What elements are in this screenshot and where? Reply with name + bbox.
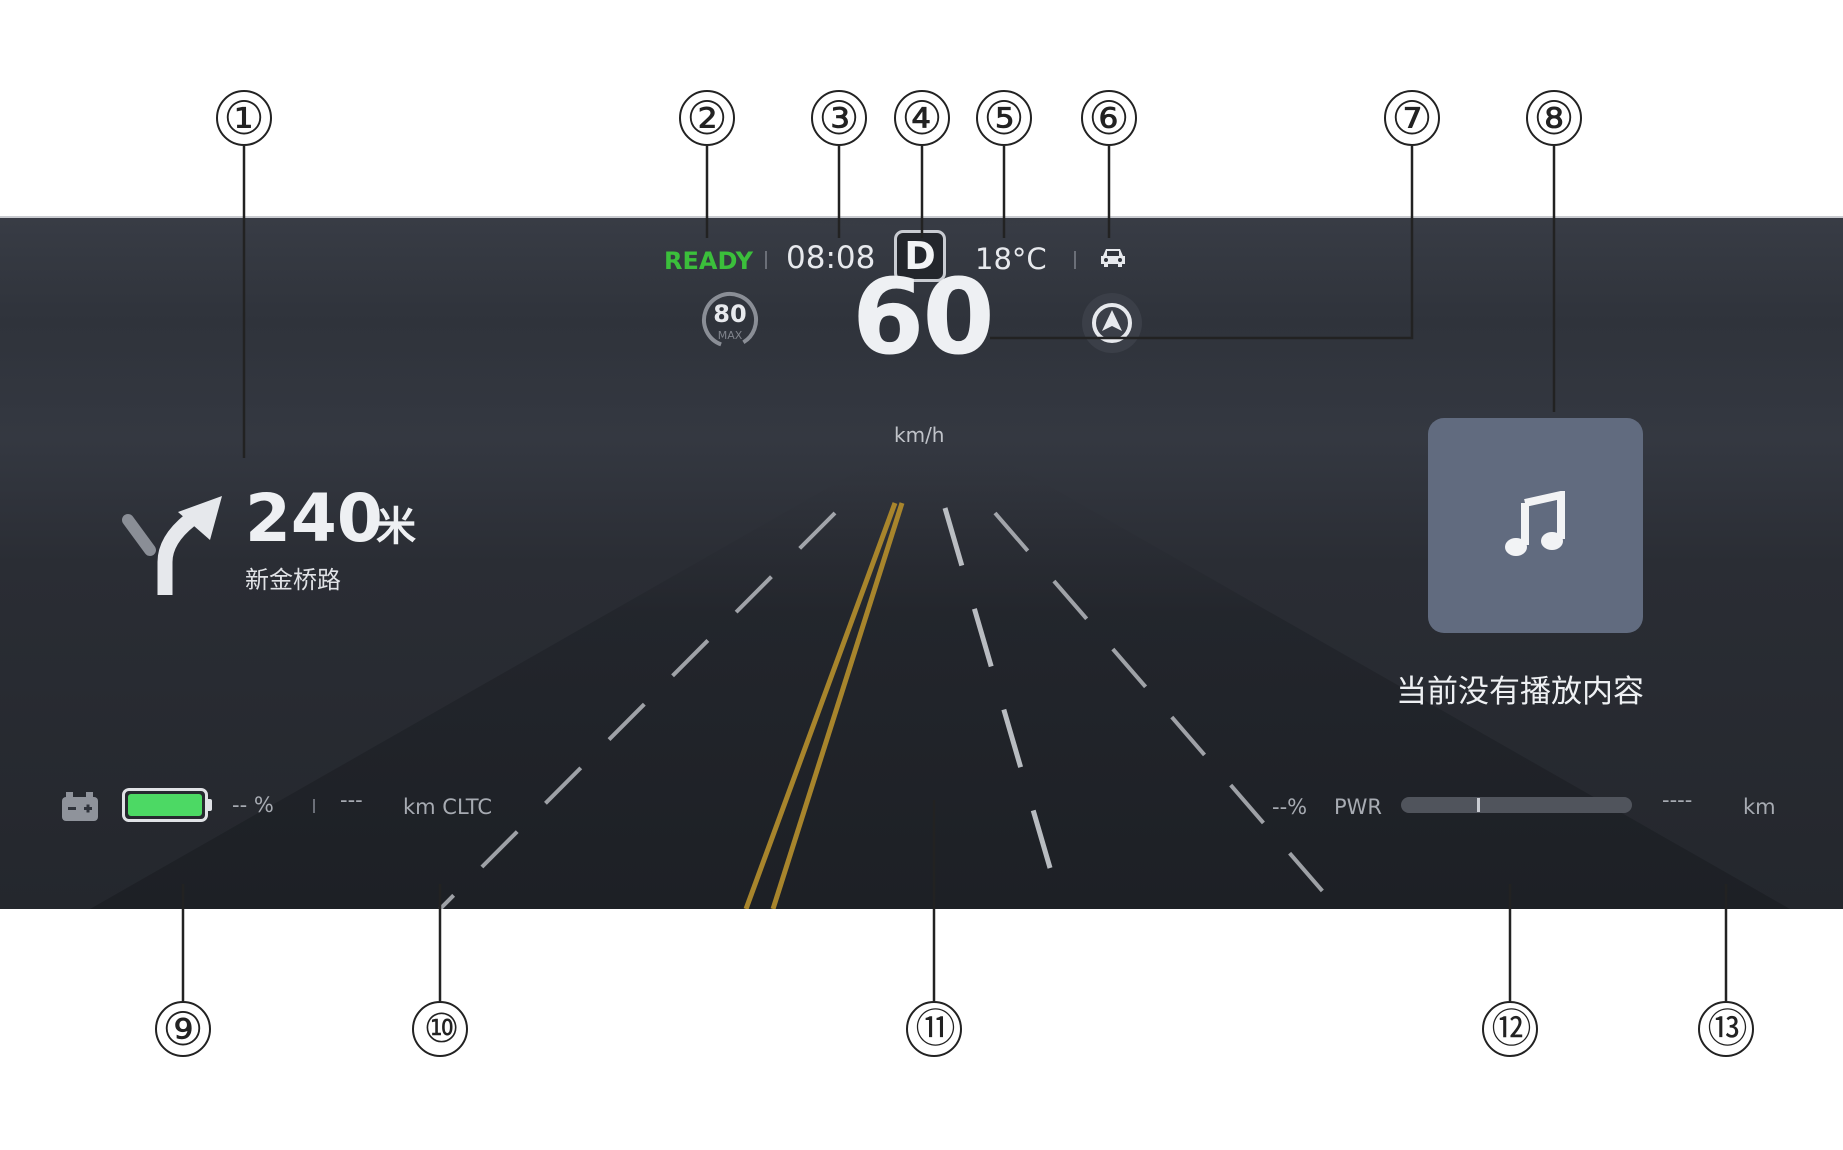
power-bar <box>1401 797 1632 813</box>
callout-8: ⑧ <box>1526 90 1582 146</box>
lane-line-dashed-center-right <box>942 507 1065 909</box>
callout-5: ⑤ <box>976 90 1032 146</box>
leader-7 <box>990 146 1414 340</box>
callout-2: ② <box>679 90 735 146</box>
dashboard-panel: READY 08:08 D 18°C 80 MAX 60 km/h <box>0 218 1843 909</box>
callout-11: ⑪ <box>906 1001 962 1057</box>
callout-1: ① <box>216 90 272 146</box>
road-surface <box>90 458 1790 909</box>
status-divider-2 <box>1074 251 1076 269</box>
power-label: PWR <box>1334 795 1383 819</box>
ready-status: READY <box>664 247 754 275</box>
range-unit: km CLTC <box>403 795 493 819</box>
lane-line-yellow-left <box>743 502 898 909</box>
lane-line-dashed-far-left <box>438 511 837 909</box>
clock-time: 08:08 <box>786 240 876 276</box>
callout-9: ⑨ <box>155 1001 211 1057</box>
range-value: --- <box>340 788 363 812</box>
media-empty-text: 当前没有播放内容 <box>1396 674 1644 710</box>
power-bar-marker <box>1477 798 1480 812</box>
media-card[interactable] <box>1428 418 1643 633</box>
battery-gauge <box>122 788 208 822</box>
music-note-icon <box>1504 490 1565 556</box>
callout-10: ⑩ <box>412 1001 468 1057</box>
speed-value: 60 <box>852 256 995 378</box>
steering-assist-icon <box>1082 293 1142 353</box>
status-divider <box>765 251 767 269</box>
lane-line-yellow-right <box>770 502 905 909</box>
gear-indicator: D <box>894 230 946 282</box>
gear-letter: D <box>904 234 936 278</box>
car-icon <box>1098 246 1128 274</box>
callout-6: ⑥ <box>1081 90 1137 146</box>
callout-12: ⑫ <box>1482 1001 1538 1057</box>
fork-right-turn-icon <box>120 490 230 604</box>
remaining-range-unit: km <box>1743 795 1776 819</box>
bottom-divider <box>313 799 315 813</box>
outside-temperature: 18°C <box>975 242 1047 276</box>
nav-road-name: 新金桥路 <box>245 566 341 594</box>
battery-terminal <box>208 799 212 811</box>
battery-fill <box>128 794 202 816</box>
speed-limit-caption: MAX <box>717 329 743 342</box>
callout-3: ③ <box>811 90 867 146</box>
callout-13: ⑬ <box>1698 1001 1754 1057</box>
remaining-range-value: ---- <box>1662 788 1693 812</box>
nav-distance: 240 <box>245 480 383 557</box>
battery-percent: -- % <box>232 793 274 817</box>
speed-limit-sign: 80 MAX <box>700 290 760 350</box>
callout-7: ⑦ <box>1384 90 1440 146</box>
speed-unit: km/h <box>894 423 945 447</box>
power-percent: --% <box>1272 795 1308 819</box>
battery-warning-icon <box>60 790 102 828</box>
nav-distance-unit: 米 <box>376 504 416 550</box>
speed-limit-value: 80 <box>713 300 747 328</box>
callout-4: ④ <box>894 90 950 146</box>
